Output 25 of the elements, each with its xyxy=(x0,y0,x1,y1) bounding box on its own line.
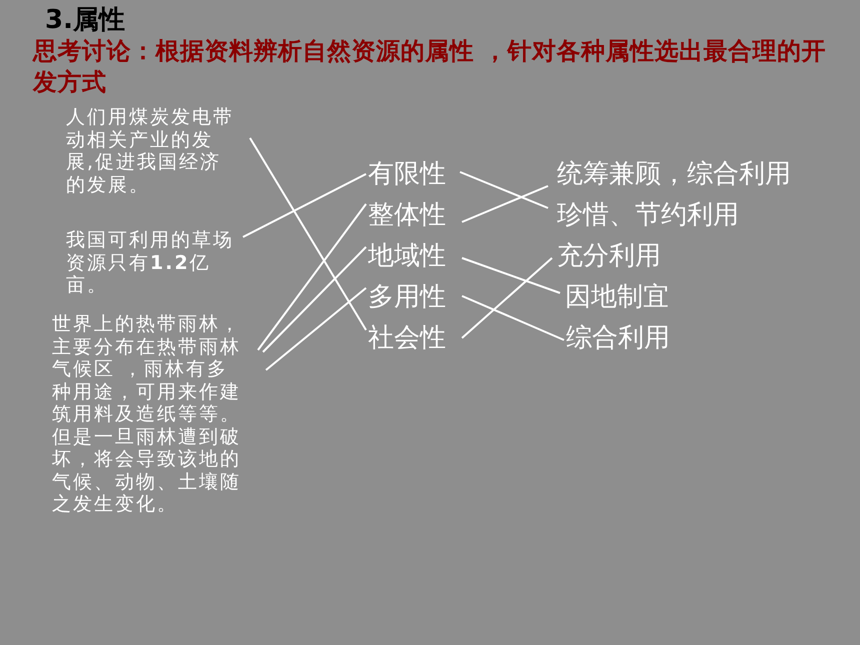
connector-line xyxy=(262,246,367,353)
connector-line xyxy=(257,203,367,351)
connector-line xyxy=(265,287,367,371)
connector-line xyxy=(460,171,548,209)
property-label: 整体性 xyxy=(366,198,462,232)
title: 思考讨论：根据资料辨析自然资源的属性 ，针对各种属性选出最合理的开发方式 xyxy=(33,36,827,98)
section-heading: 3.属性 xyxy=(45,4,125,37)
method-label: 充分利用 xyxy=(552,239,661,273)
text-paragraph: 世界上的热带雨林，主要分布在热带雨林气候区 ，雨林有多种用途，可用来作建筑用料及造纸等等。但是一旦雨林遭到破坏，将会导致该地的气候、动物、土壤随之发生变化。 xyxy=(52,313,258,516)
text-paragraph: 我国可利用的草场资源只有1.2亿亩。 xyxy=(66,229,243,296)
connector-line xyxy=(461,257,553,339)
connector-line xyxy=(462,257,560,294)
property-label: 多用性 xyxy=(366,280,462,314)
method-label: 珍惜、节约利用 xyxy=(548,198,739,232)
property-label: 有限性 xyxy=(366,157,460,191)
connector-line xyxy=(242,173,366,238)
method-label: 综合利用 xyxy=(564,321,670,355)
connector-line xyxy=(462,185,548,223)
method-label: 因地制宜 xyxy=(560,280,669,314)
connector-line xyxy=(462,295,564,341)
connector-line xyxy=(249,137,367,331)
property-label: 地域性 xyxy=(366,239,462,273)
property-label: 社会性 xyxy=(366,321,462,355)
method-label: 统筹兼顾，综合利用 xyxy=(548,157,791,191)
text-paragraph: 人们用煤炭发电带动相关产业的发展,促进我国经济的发展。 xyxy=(66,106,250,196)
